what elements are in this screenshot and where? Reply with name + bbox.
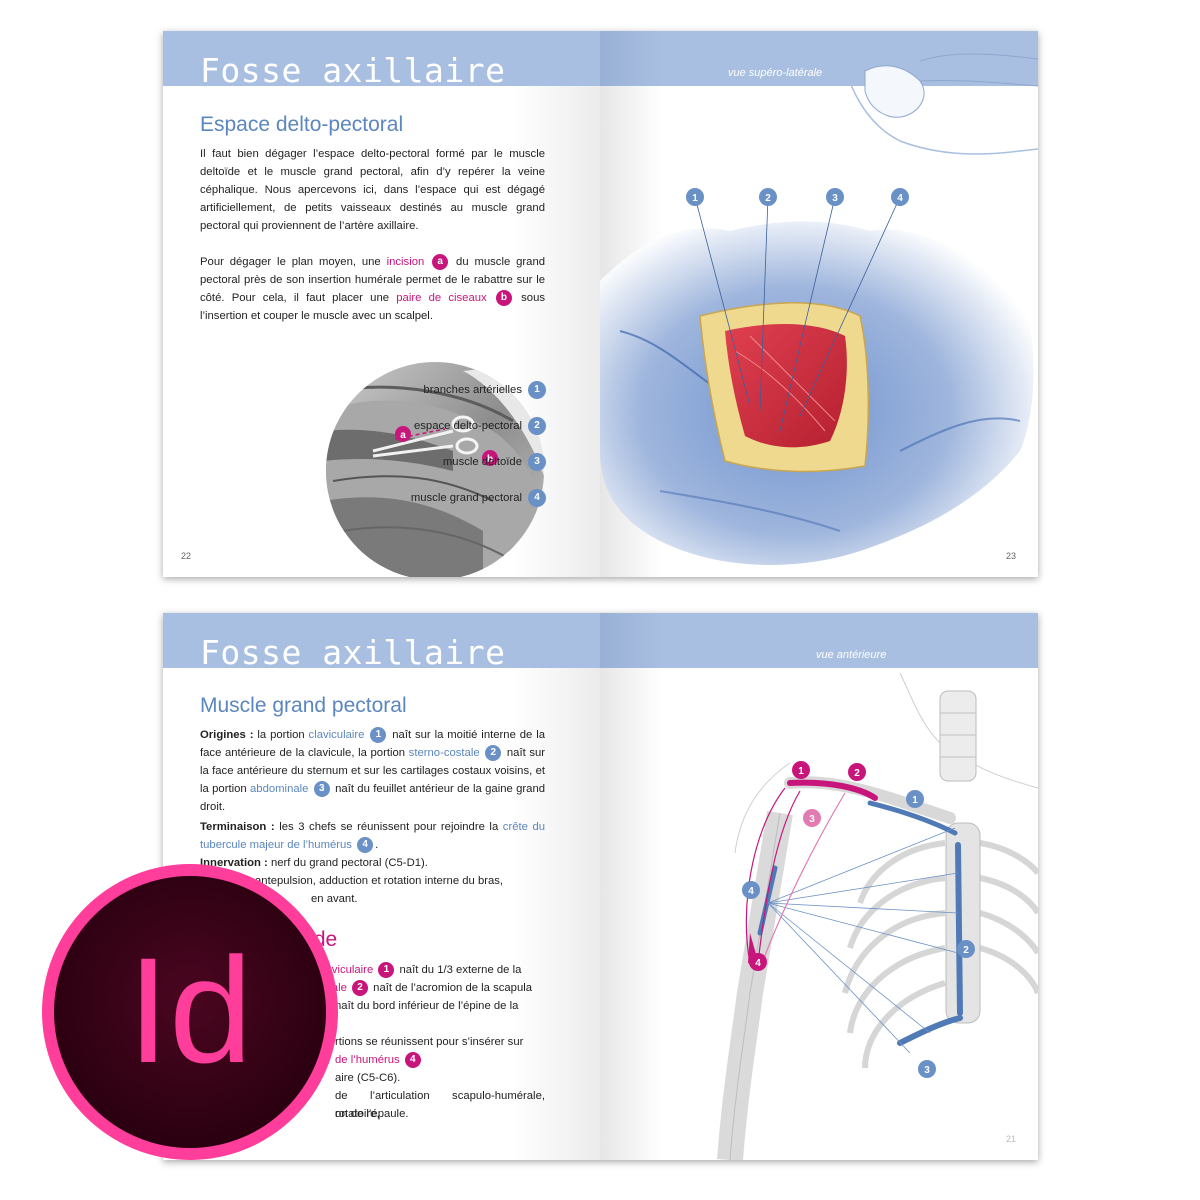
deltoid-action-2: on de l’épaule. bbox=[335, 1108, 409, 1120]
bottom-right-page: vue antérieure bbox=[600, 613, 1038, 1160]
header-band bbox=[163, 31, 600, 86]
callout-3: 3 bbox=[832, 193, 838, 204]
deltoid-line-3: naît du bord inférieur de l’épine de la bbox=[335, 1000, 519, 1012]
skeleton-illustration: 1 2 3 4 1 4 2 3 bbox=[717, 672, 1038, 1160]
dissection-illustration: 1 2 3 4 bbox=[600, 31, 1038, 565]
scissors-inset-illustration: a b bbox=[326, 362, 544, 577]
top-spread: Fosse axillaire Espace delto-pectoral Il… bbox=[163, 31, 1038, 577]
paragraph-1: Il faut bien dégager l’espace delto-pect… bbox=[200, 148, 545, 232]
action-line: antepulsion, adduction et rotation inter… bbox=[255, 875, 504, 887]
scissors-term: paire de ciseaux bbox=[396, 292, 487, 304]
action-line-2: en avant. bbox=[311, 893, 358, 905]
deltoid-term-2: de l’humérus 4 bbox=[335, 1051, 545, 1069]
top-right-page: vue supéro-latérale bbox=[600, 31, 1038, 577]
callout-1: 1 bbox=[692, 193, 698, 204]
inset-label-b: b bbox=[487, 454, 493, 465]
deltoid-action: de l’articulation scapulo-humérale, rota… bbox=[335, 1090, 545, 1120]
legend-item: muscle deltoïde 3 bbox=[443, 453, 546, 471]
indesign-logo: Id bbox=[42, 864, 338, 1160]
origines-paragraph: Origines : la portion claviculaire 1 naî… bbox=[200, 727, 546, 813]
deltoid-callout-2: 2 bbox=[854, 768, 860, 779]
view-label: vue supéro-latérale bbox=[728, 67, 823, 79]
page-header-title: Fosse axillaire bbox=[200, 51, 506, 90]
header-band bbox=[163, 613, 600, 668]
terminaison-paragraph: Terminaison : les 3 chefs se réunissent … bbox=[200, 818, 545, 854]
view-label: vue antérieure bbox=[816, 649, 887, 661]
paragraph-2: Pour dégager le plan moyen, une incision… bbox=[200, 254, 546, 322]
inset-label-a: a bbox=[400, 430, 406, 441]
legend-item: branches artérielles 1 bbox=[423, 381, 546, 399]
callout-4: 4 bbox=[897, 193, 903, 204]
section-title: Espace delto-pectoral bbox=[200, 113, 404, 136]
pectoral-callout-3: 3 bbox=[924, 1065, 930, 1076]
page-number-right: 23 bbox=[1005, 551, 1016, 561]
header-band bbox=[600, 31, 1038, 86]
pectoral-callout-1: 1 bbox=[912, 795, 918, 806]
page-number-right: 21 bbox=[1005, 1134, 1016, 1144]
pectoral-callout-2: 2 bbox=[963, 945, 969, 956]
pectoral-callout-4: 4 bbox=[748, 886, 754, 897]
top-left-page: Fosse axillaire Espace delto-pectoral Il… bbox=[163, 31, 600, 577]
legend: branches artérielles 1 espace delto-pect… bbox=[383, 381, 546, 511]
deltoid-callout-4: 4 bbox=[755, 958, 761, 969]
deltoid-term: rtions se réunissent pour s’insérer sur bbox=[335, 1036, 524, 1048]
innervation-paragraph: Innervation : nerf du grand pectoral (C5… bbox=[200, 857, 428, 869]
legend-item: espace delto-pectoral 2 bbox=[414, 417, 546, 435]
header-band bbox=[600, 613, 1038, 668]
logo-text: Id bbox=[127, 926, 252, 1094]
callout-2: 2 bbox=[765, 193, 771, 204]
page-number-left: 22 bbox=[181, 551, 192, 561]
section-title: Muscle grand pectoral bbox=[200, 694, 407, 717]
badge-b: b bbox=[495, 290, 512, 307]
legend-item: muscle grand pectoral 4 bbox=[411, 489, 546, 507]
deltoid-callout-1: 1 bbox=[798, 766, 804, 777]
page-header-title: Fosse axillaire bbox=[200, 633, 506, 672]
deltoid-callout-3: 3 bbox=[809, 814, 815, 825]
incision-term: incision bbox=[386, 256, 425, 268]
deltoid-line-2: niale 2 naît de l’acromion de la scapula bbox=[323, 979, 545, 997]
deltoid-line-1: laviculaire 1 naît du 1/3 externe de la bbox=[323, 961, 545, 979]
badge-a: a bbox=[432, 254, 449, 271]
deltoid-innervation: aire (C5-C6). bbox=[335, 1072, 401, 1084]
